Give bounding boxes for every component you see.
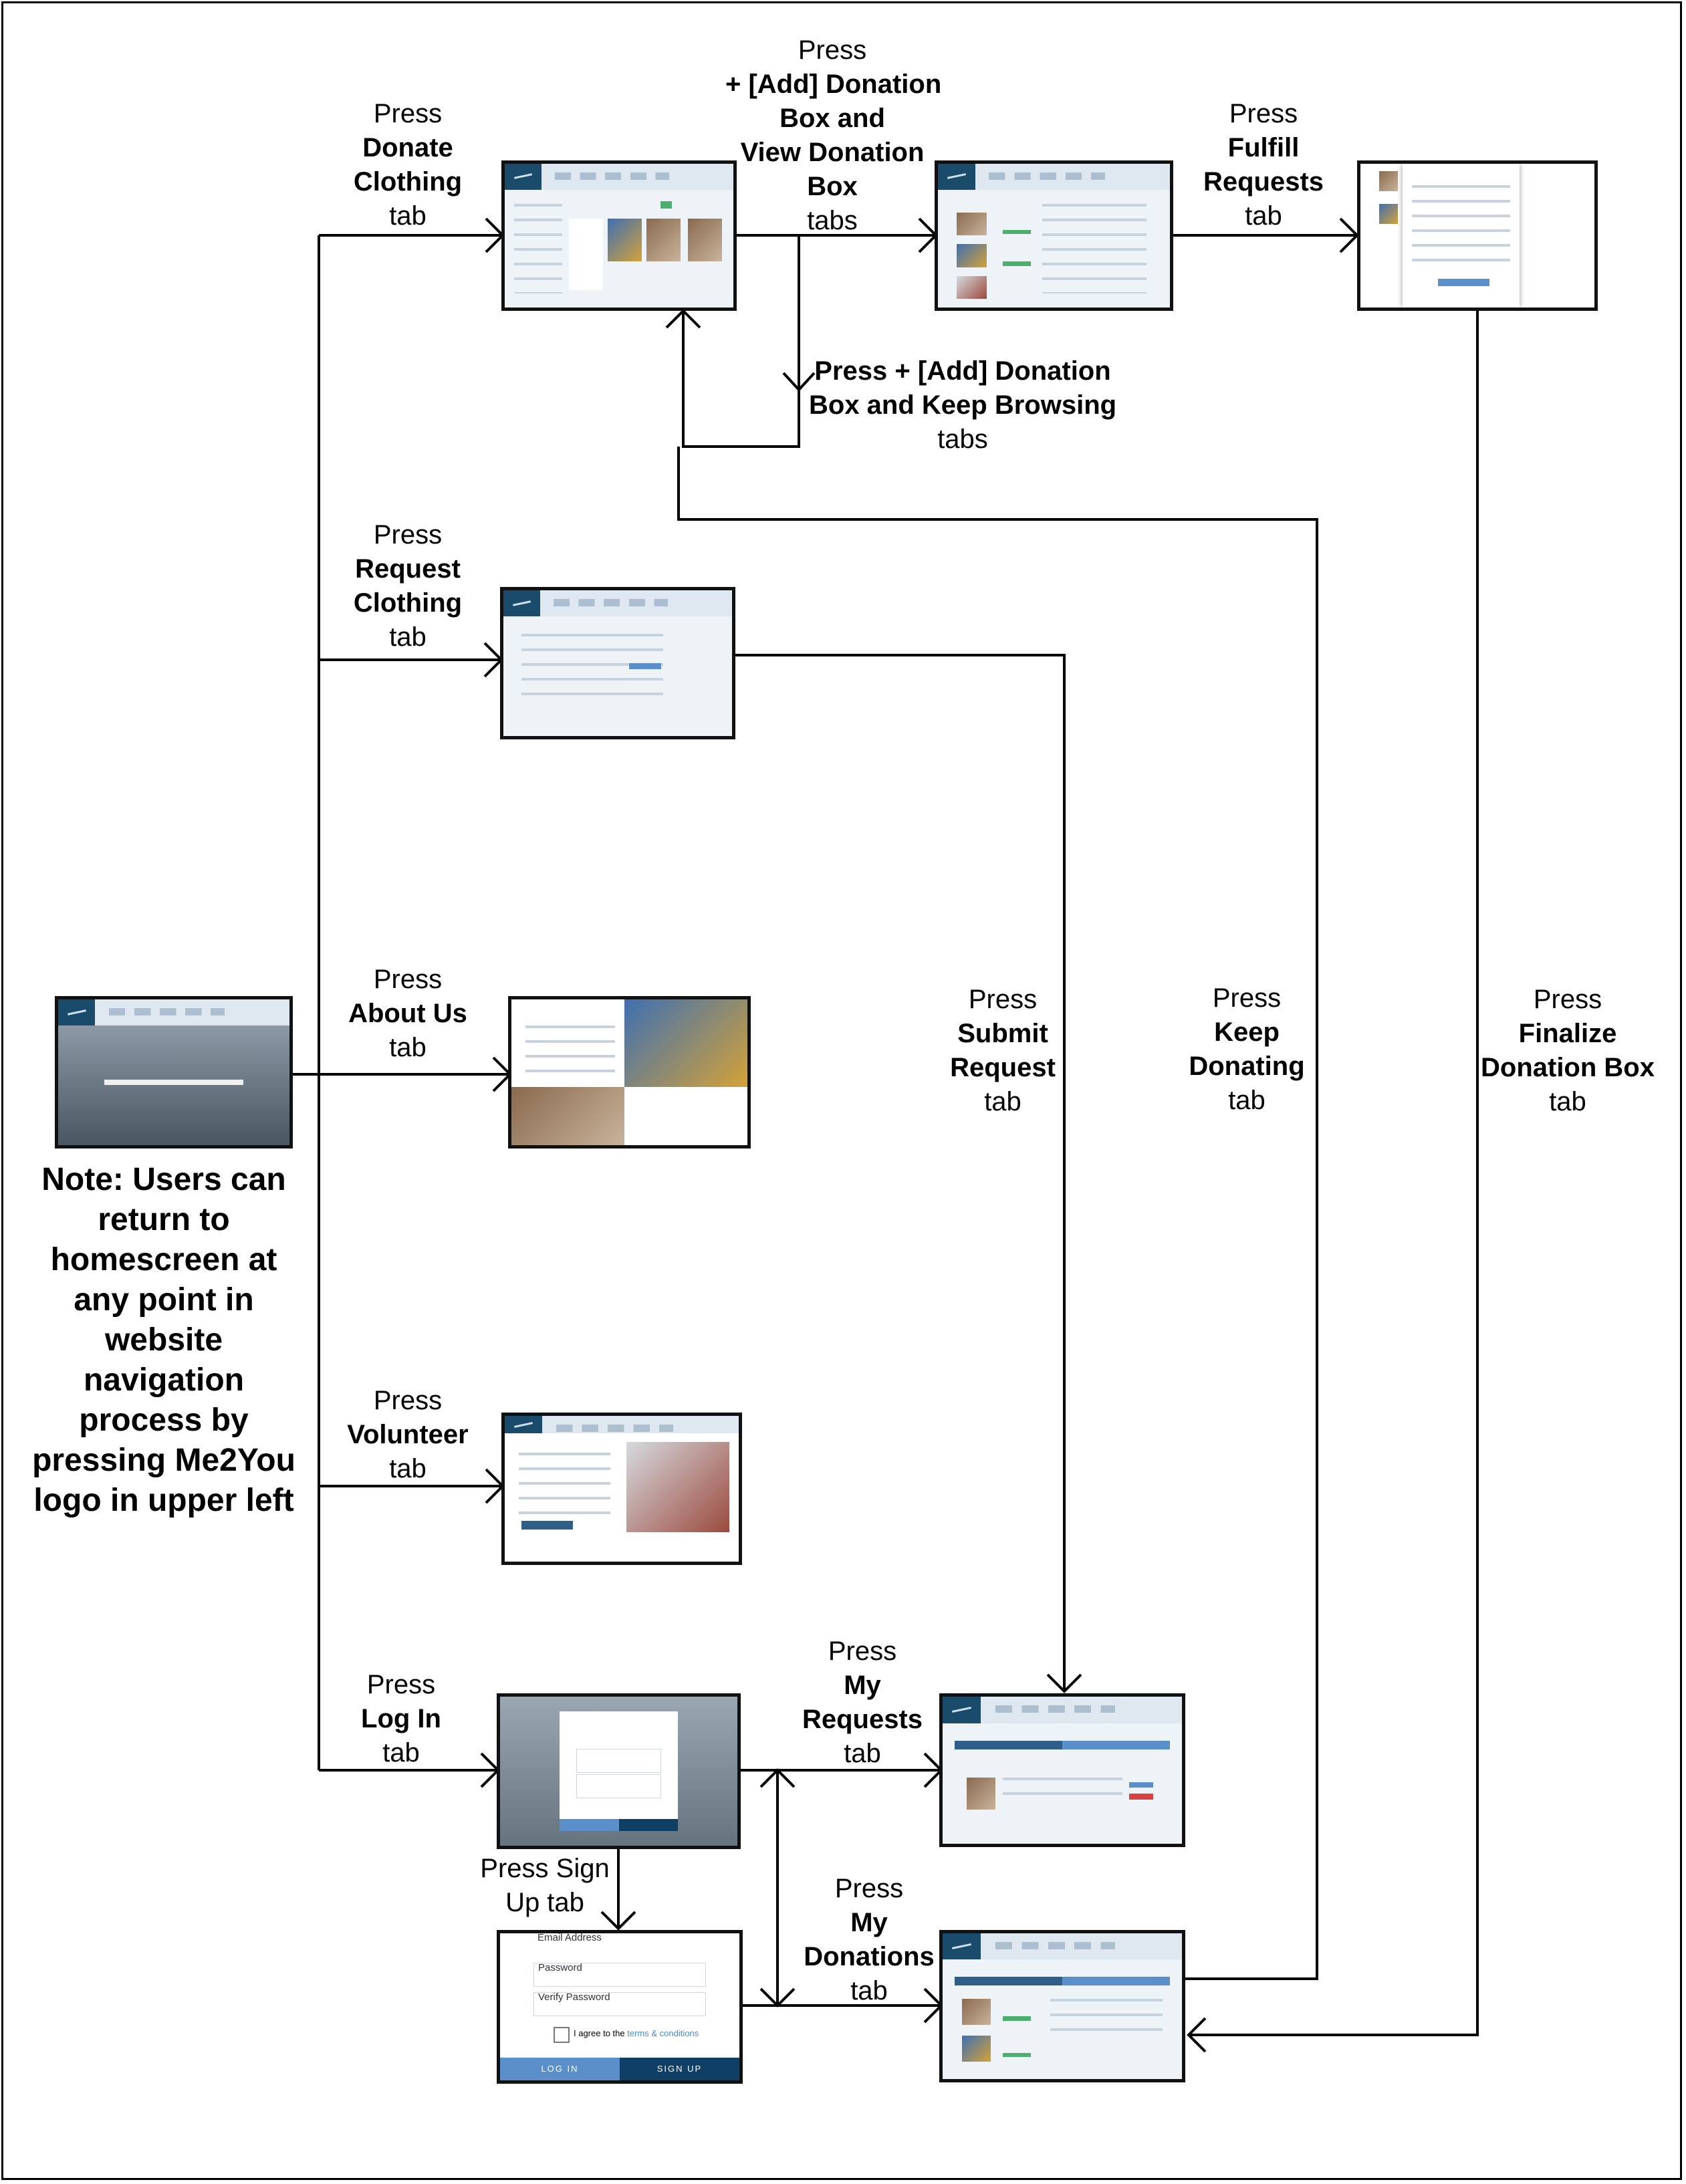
login-button[interactable]: LOG IN [500, 2058, 620, 2080]
email-field[interactable]: Email Address [537, 1932, 602, 1943]
thumb-about-us[interactable] [508, 996, 751, 1148]
loop-keep-donating [677, 447, 1318, 1980]
thumb-volunteer[interactable] [501, 1413, 742, 1565]
arrow-finalize [1189, 309, 1479, 2036]
thumb-my-requests[interactable] [939, 1693, 1185, 1847]
thumb-homescreen[interactable] [55, 996, 293, 1148]
thumb-login-modal[interactable] [497, 1693, 741, 1849]
verify-password-field[interactable]: Verify Password [538, 1991, 610, 2003]
signup-form: Email Address Password Verify Password I… [497, 1930, 743, 2084]
thumb-donation-box[interactable] [935, 160, 1173, 311]
thumb-make-request[interactable] [500, 587, 735, 739]
me2you-logo[interactable] [58, 999, 96, 1026]
thumb-clothing-requests[interactable] [501, 160, 737, 311]
note-text: Note: Users can return to homescreen at … [32, 1162, 295, 1518]
terms-text: I agree to the terms & conditions [574, 2028, 699, 2038]
password-field[interactable]: Password [538, 1962, 582, 1973]
terms-link[interactable]: terms & conditions [627, 2028, 699, 2038]
thumb-my-donations[interactable] [939, 1930, 1185, 2082]
thumb-fulfill-requests[interactable] [1357, 160, 1598, 311]
signup-button[interactable]: SIGN UP [620, 2058, 739, 2080]
loop-keep-browsing [682, 235, 800, 448]
terms-checkbox[interactable] [554, 2027, 570, 2043]
arrow-submit-request [735, 654, 1066, 1691]
